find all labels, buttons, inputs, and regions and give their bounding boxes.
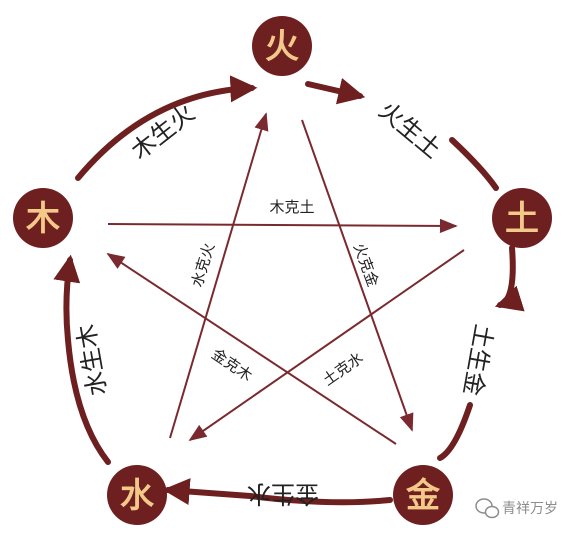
arrow-metal-restrains-wood: [106, 253, 397, 445]
node-wood: 木: [13, 188, 73, 248]
generating-cycle: [53, 75, 525, 506]
restraining-star: [106, 112, 465, 445]
label-earth-generates-metal: 土生金: [458, 322, 498, 398]
wechat-logo-icon: [475, 498, 500, 519]
arrow-fire-restrains-metal: [301, 119, 414, 432]
node-wood-label: 木: [25, 199, 60, 239]
arrow-earth-restrains-water: [188, 249, 465, 442]
node-earth-label: 土: [505, 199, 539, 239]
node-water: 水: [107, 465, 167, 525]
label-metal-restrains-wood: 金克木: [208, 345, 255, 385]
arrow-water-to-wood: [53, 254, 111, 465]
label-metal-generates-water: 金生水: [247, 480, 319, 508]
node-metal: 金: [393, 465, 453, 525]
arrow-earth-to-metal: [494, 245, 525, 312]
node-metal-label: 金: [405, 476, 441, 516]
label-water-restrains-fire: 水克火: [188, 241, 218, 289]
label-earth-restrains-water: 土克水: [319, 349, 366, 390]
arc-fire-earth-right: [449, 137, 499, 191]
watermark-text: 青祥万岁: [502, 501, 558, 517]
arrow-wood-to-fire: [75, 75, 258, 181]
node-fire-label: 火: [265, 27, 299, 67]
arrow-wood-restrains-earth: [107, 218, 458, 234]
arrow-metal-to-water: [162, 478, 393, 506]
arc-earth-metal-lower: [437, 402, 473, 461]
watermark: 青祥万岁: [475, 498, 558, 519]
label-wood-restrains-earth: 木克土: [269, 198, 314, 216]
arrow-fire-to-earth: [305, 77, 366, 105]
label-fire-generates-earth: 火生土: [373, 96, 446, 164]
node-fire: 火: [252, 16, 312, 76]
label-fire-restrains-metal: 火克金: [350, 241, 382, 289]
arrow-water-restrains-fire: [169, 112, 269, 439]
node-water-label: 水: [120, 476, 155, 516]
node-earth: 土: [492, 188, 552, 248]
